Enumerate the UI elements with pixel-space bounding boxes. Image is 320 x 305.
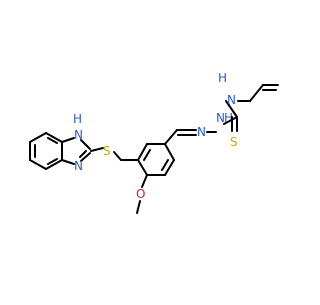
hydrazone-h: H xyxy=(224,111,233,125)
benzimidazole-nh-n: N xyxy=(74,128,83,142)
ring-o-bond xyxy=(141,174,148,188)
benzimidazole-nh-h: H xyxy=(73,112,82,126)
hydrazone-n1: N xyxy=(197,125,206,139)
benzimidazole-imidazole-ring xyxy=(61,137,91,165)
central-benzene-ring xyxy=(137,143,175,176)
allyl-nh-n: N xyxy=(227,93,236,107)
molecule-structure: H N N S O N N H S H N xyxy=(29,71,279,214)
benzimidazole-benzene-ring xyxy=(29,132,63,170)
allyl-nh-h: H xyxy=(218,71,227,85)
o-methyl-bond xyxy=(136,200,141,214)
ring-ch-bond xyxy=(164,129,178,145)
molecule-svg: H N N S O N N H S H N xyxy=(29,71,279,214)
methoxy-o: O xyxy=(136,187,145,201)
thione-s: S xyxy=(230,135,238,149)
ch2-ch-bond xyxy=(249,84,264,102)
benzimidazole-n: N xyxy=(74,159,83,173)
hydrazone-n2: N xyxy=(216,111,225,125)
thioether-s: S xyxy=(103,144,111,158)
n-c-thiourea-bond xyxy=(223,116,238,125)
c-n-allyl-bond xyxy=(225,100,238,118)
s-ch2-bond xyxy=(113,151,122,161)
c2-s-bond xyxy=(90,147,104,152)
